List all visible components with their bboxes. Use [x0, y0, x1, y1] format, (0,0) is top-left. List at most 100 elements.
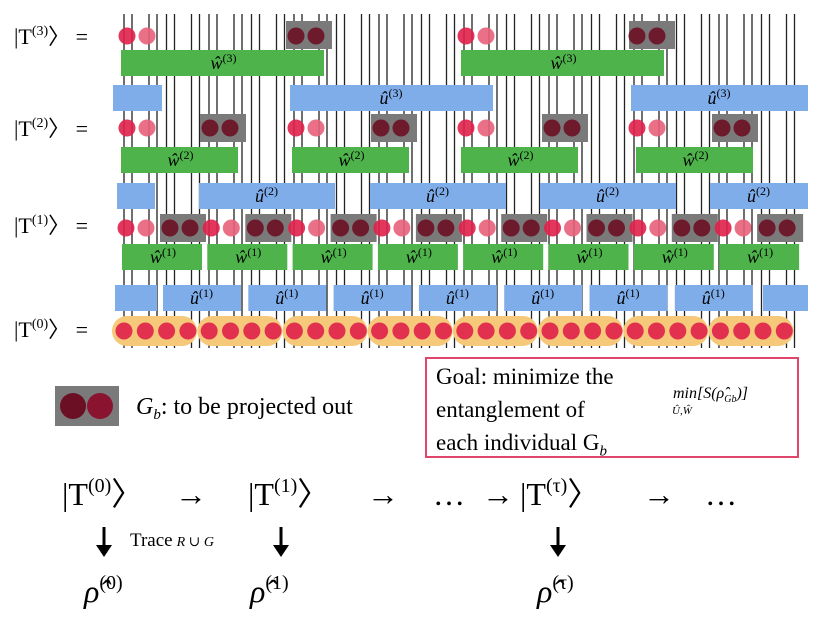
- base-band-4: [452, 316, 538, 346]
- site-l1-1-a: [202, 219, 220, 237]
- site-l1-dark-6-a: [673, 219, 691, 237]
- site-l2-0-b: [138, 119, 156, 137]
- sequence-arrow-2: →: [367, 476, 399, 512]
- sequence-state-1: |T(1)〉: [248, 475, 329, 512]
- disentangler-u3-a: [290, 85, 493, 111]
- site-l0-29: [733, 322, 751, 340]
- site-l0-9: [307, 322, 325, 340]
- site-l0-11: [349, 322, 367, 340]
- site-l0-20: [541, 322, 559, 340]
- level-label-0: |T(0)〉 =: [14, 317, 88, 342]
- sequence-ellipsis-1: …: [433, 476, 465, 512]
- disentangler-u1-edge-right: [763, 285, 808, 311]
- site-l2-dark-0-a: [201, 119, 219, 137]
- isometry-w1-3: [377, 244, 458, 270]
- site-l1-dark-3-b: [437, 219, 455, 237]
- site-l1-7-a: [714, 219, 732, 237]
- site-l1-dark-7-a: [758, 219, 776, 237]
- isometry-w1-1: [207, 244, 288, 270]
- site-l2-3-a: [628, 119, 646, 137]
- site-l1-dark-2-b: [352, 219, 370, 237]
- level-labels: |T(3)〉 = |T(2)〉 = |T(1)〉 = |T(0)〉 =: [14, 24, 88, 342]
- disentangler-u3-edge: [113, 85, 162, 111]
- site-l0-28: [711, 322, 729, 340]
- rho-tau: ρ̂(τ): [536, 572, 574, 609]
- site-l0-0: [115, 322, 133, 340]
- isometry-w2-0: [121, 147, 238, 173]
- site-l0-25: [648, 322, 665, 340]
- site-l2-0-a: [118, 119, 136, 137]
- site-l1-5-b: [564, 219, 581, 237]
- site-l2-2-a: [457, 119, 475, 137]
- site-l0-22: [584, 322, 602, 340]
- site-l0-8: [285, 322, 303, 340]
- site-l0-27: [690, 322, 708, 340]
- site-l0-13: [392, 322, 410, 340]
- trace-arrowhead-tau: [550, 545, 566, 557]
- isometry-w2-2: [461, 147, 578, 173]
- site-l3-1-a: [457, 27, 475, 45]
- site-l0-19: [520, 322, 538, 340]
- isometry-w1-5: [548, 244, 629, 270]
- sequence-arrow-4: →: [643, 476, 675, 512]
- site-l0-30: [754, 322, 772, 340]
- site-l2-3-b: [648, 119, 666, 137]
- isometry-w1-6: [633, 244, 714, 270]
- level-label-1: |T(1)〉 =: [14, 213, 88, 238]
- rho-1: ρ̂(1): [249, 572, 289, 609]
- site-l2-1-b: [307, 119, 325, 137]
- site-l3-dark-1-b: [648, 27, 666, 45]
- site-l3-0-b: [138, 27, 156, 45]
- sequence-arrow-3: →: [482, 476, 514, 512]
- goal-box: Goal: minimize the entanglement of each …: [425, 357, 799, 460]
- disentangler-u1-4: [504, 285, 583, 311]
- base-band-6: [623, 316, 709, 346]
- site-l2-dark-3-b: [733, 119, 751, 137]
- site-l2-dark-2-a: [543, 119, 561, 137]
- site-l3-dark-0-a: [287, 27, 305, 45]
- site-l0-26: [669, 322, 687, 340]
- site-l1-2-a: [288, 219, 306, 237]
- goal-text: Goal: minimize the entanglement of each …: [436, 360, 614, 469]
- base-band-5: [538, 316, 623, 346]
- disentangler-u1-2: [333, 285, 412, 311]
- site-l1-dark-4-a: [502, 219, 520, 237]
- site-l3-1-b: [477, 27, 495, 45]
- site-l3-0-a: [118, 27, 136, 45]
- disentangler-u2-edge: [117, 183, 155, 209]
- goal-line-3: each individual Gb: [436, 430, 608, 460]
- site-l1-6-b: [649, 219, 667, 237]
- site-l1-dark-0-a: [161, 219, 179, 237]
- site-l2-dark-1-b: [392, 119, 410, 137]
- isometry-w3-a: [121, 50, 324, 76]
- site-l2-dark-1-a: [372, 119, 390, 137]
- site-l2-dark-2-b: [563, 119, 581, 137]
- site-l0-12: [371, 322, 389, 340]
- isometry-w1-7: [719, 244, 800, 270]
- site-l0-23: [605, 322, 623, 340]
- isometry-w3-b: [461, 50, 664, 76]
- site-l1-dark-3-a: [417, 219, 435, 237]
- disentangler-u3-b: [631, 85, 808, 111]
- site-l0-1: [136, 322, 154, 340]
- level-label-3: |T(3)〉 =: [14, 24, 88, 49]
- site-l1-6-a: [629, 219, 647, 237]
- disentangler-u1-0: [163, 285, 241, 311]
- disentangler-u1-5: [589, 285, 668, 311]
- site-l1-2-b: [308, 219, 326, 237]
- disentangler-u1-edge: [115, 285, 157, 311]
- site-l0-4: [200, 322, 218, 340]
- base-band-3: [367, 316, 453, 346]
- site-l3-dark-1-a: [628, 27, 646, 45]
- site-l0-14: [413, 322, 431, 340]
- sequence-state-tau: |T(τ)〉: [520, 475, 599, 512]
- disentangler-u1-1: [248, 285, 327, 311]
- sequence-state-0: |T(0)〉: [62, 475, 143, 512]
- site-l1-3-b: [393, 219, 411, 237]
- level-label-2: |T(2)〉 =: [14, 116, 88, 141]
- site-l0-10: [328, 322, 346, 340]
- state-sequence: |T(0)〉 → |T(1)〉 → … → |T(τ)〉 → …: [62, 475, 737, 512]
